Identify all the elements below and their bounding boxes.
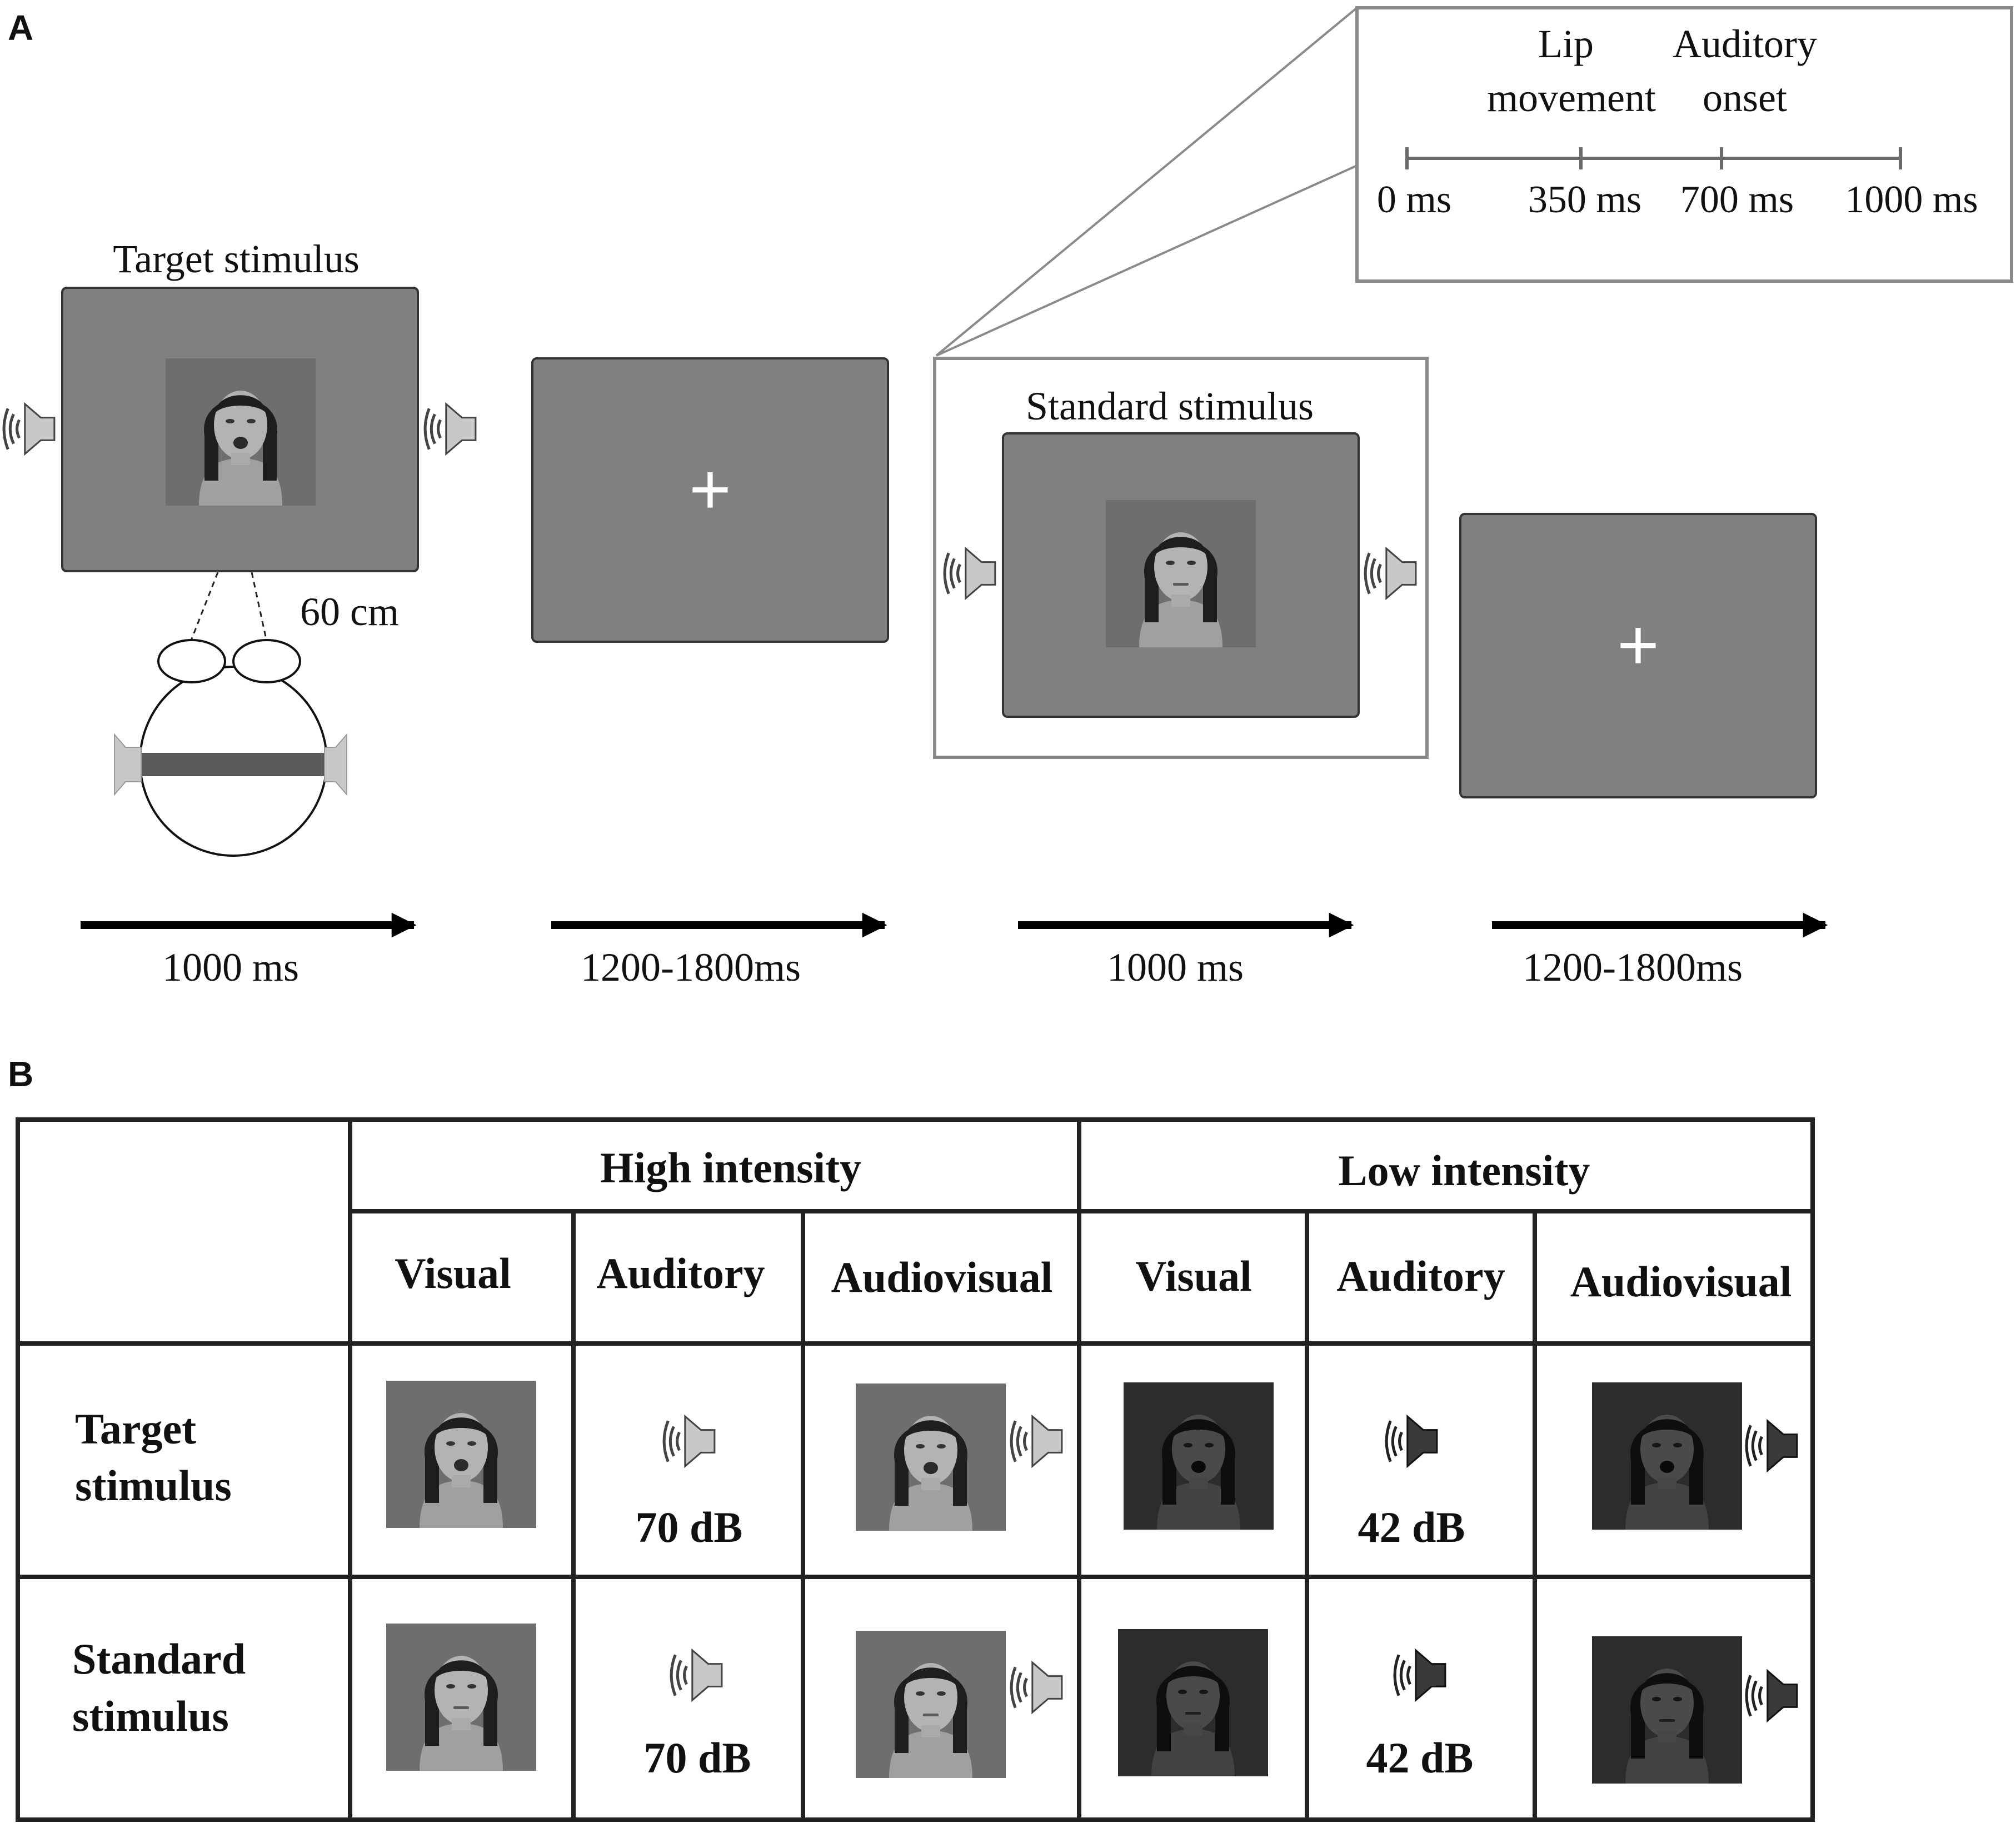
face-photo bbox=[856, 1384, 1006, 1531]
row-label-standard-2: stimulus bbox=[72, 1692, 229, 1740]
row-label-standard-1: Standard bbox=[72, 1635, 246, 1683]
target-stimulus-title: Target stimulus bbox=[113, 237, 360, 281]
fixation-screen-2: + bbox=[1459, 513, 1817, 798]
target-stimulus-screen: Target stimulus bbox=[4, 237, 476, 572]
db-label-low: 42 dB bbox=[1358, 1503, 1465, 1551]
face-photo bbox=[1106, 500, 1256, 647]
speaker-icon bbox=[1011, 1662, 1062, 1712]
panel-a: A Target stimulus 60 cm + bbox=[4, 6, 2013, 990]
table-row: 70 dB 42 dB bbox=[386, 1624, 1797, 1784]
zoom-line-upper bbox=[935, 7, 1358, 357]
standard-stimulus-title: Standard stimulus bbox=[1026, 384, 1314, 428]
speaker-icon bbox=[1386, 1416, 1437, 1466]
inset-tick-label-350: 350 ms bbox=[1528, 178, 1641, 221]
duration-label-2: 1200-1800ms bbox=[581, 945, 801, 990]
speaker-icon bbox=[1365, 548, 1416, 598]
panel-a-label: A bbox=[8, 8, 33, 48]
db-label-low: 42 dB bbox=[1366, 1734, 1474, 1782]
standard-stimulus-screen: Standard stimulus bbox=[933, 357, 1429, 759]
group-header-low: Low intensity bbox=[1339, 1146, 1590, 1195]
inset-label-lip: Lip bbox=[1538, 22, 1594, 66]
speaker-icon bbox=[1395, 1650, 1445, 1700]
col-header-low-visual: Visual bbox=[1135, 1252, 1252, 1300]
timing-inset: Lip movement Auditory onset 0 ms 350 ms … bbox=[1355, 6, 2013, 283]
face-photo bbox=[1592, 1382, 1742, 1530]
col-header-low-audiovisual: Audiovisual bbox=[1570, 1257, 1792, 1306]
fixation-cross-icon: + bbox=[1617, 604, 1659, 685]
fixation-cross-icon: + bbox=[689, 448, 731, 530]
face-photo bbox=[386, 1624, 536, 1771]
row-label-target-1: Target bbox=[75, 1405, 196, 1453]
col-header-high-visual: Visual bbox=[395, 1249, 511, 1297]
zoom-line-lower bbox=[936, 164, 1358, 357]
face-photo bbox=[856, 1631, 1006, 1778]
col-header-high-audiovisual: Audiovisual bbox=[831, 1253, 1053, 1301]
inset-label-movement: movement bbox=[1487, 76, 1656, 120]
col-header-high-auditory: Auditory bbox=[596, 1249, 765, 1297]
speaker-icon bbox=[1746, 1421, 1797, 1471]
face-photo bbox=[1592, 1636, 1742, 1784]
head-diagram-icon bbox=[114, 572, 347, 857]
inset-tick-label-700: 700 ms bbox=[1680, 178, 1794, 221]
duration-label-4: 1200-1800ms bbox=[1523, 945, 1743, 990]
db-label-high: 70 dB bbox=[644, 1734, 751, 1782]
inset-label-onset: onset bbox=[1703, 76, 1787, 120]
table-row: 70 dB 42 dB bbox=[386, 1381, 1797, 1551]
duration-label-1: 1000 ms bbox=[162, 945, 299, 990]
viewing-distance: 60 cm bbox=[300, 590, 399, 634]
condition-table bbox=[16, 1117, 1815, 1822]
face-photo bbox=[1118, 1629, 1268, 1776]
speaker-icon bbox=[1011, 1416, 1062, 1466]
inset-tick-label-0: 0 ms bbox=[1377, 178, 1451, 221]
speaker-icon bbox=[671, 1650, 722, 1700]
panel-b-label: B bbox=[8, 1054, 33, 1094]
col-header-low-auditory: Auditory bbox=[1336, 1252, 1505, 1300]
row-label-target-2: stimulus bbox=[75, 1461, 232, 1510]
db-label-high: 70 dB bbox=[636, 1503, 743, 1551]
speaker-icon bbox=[1746, 1671, 1797, 1721]
speaker-icon bbox=[425, 404, 476, 454]
panel-b: B High intensity Low intensity Visual Au… bbox=[8, 1054, 1815, 1822]
speaker-icon bbox=[945, 548, 995, 598]
face-photo bbox=[386, 1381, 536, 1528]
face-photo bbox=[1124, 1382, 1274, 1530]
speaker-icon bbox=[664, 1416, 715, 1466]
group-header-high: High intensity bbox=[600, 1143, 861, 1192]
fixation-screen-1: + bbox=[531, 357, 889, 643]
inset-tick-label-1000: 1000 ms bbox=[1845, 178, 1978, 221]
duration-label-3: 1000 ms bbox=[1107, 945, 1244, 990]
inset-label-auditory: Auditory bbox=[1673, 22, 1817, 66]
speaker-icon bbox=[4, 404, 54, 454]
face-photo bbox=[166, 358, 316, 506]
